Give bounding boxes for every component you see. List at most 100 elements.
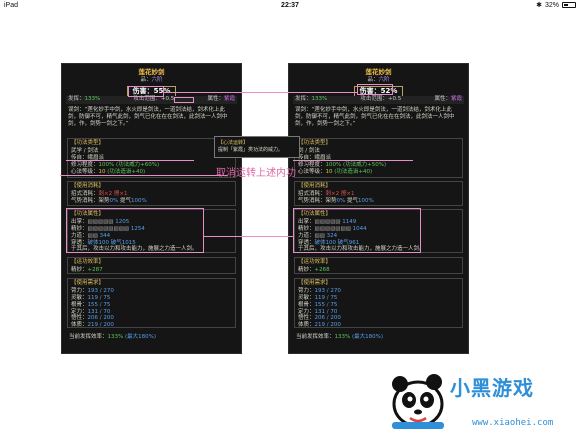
move-cost-b: 撩×1 — [113, 190, 128, 197]
req-value: 131 / 70 — [314, 308, 338, 315]
heart-level-bonus: (功法造诣+40) — [334, 168, 373, 175]
force-row: 力道：▧▧ 344 — [71, 233, 232, 240]
efficiency-label: 精妙： — [71, 266, 88, 273]
finesse-label: 精妙： — [71, 225, 88, 232]
type-box: 【功法类型】 武学 / 剑法 传自：峨眉派 修习程度：100% (功法威力+60… — [67, 138, 236, 178]
req-value: 119 / 75 — [314, 294, 338, 301]
damage-connector — [164, 92, 357, 93]
req-value: 155 / 75 — [87, 301, 111, 308]
req-value: 193 / 270 — [87, 287, 114, 294]
efficiency-value: +268 — [314, 266, 330, 273]
attr-connector — [204, 236, 293, 237]
skill-grade: 品：六阶 — [62, 77, 241, 84]
palm-value: 1149 — [342, 218, 357, 225]
attr-box-title: 【功法属性】 — [71, 211, 105, 217]
status-right: ✱ 32% — [536, 1, 576, 9]
efficiency-box-title: 【运功效率】 — [71, 259, 105, 265]
efficiency-box: 【运功效率】 精妙：+268 — [294, 257, 463, 274]
skill-title: 莲花妙剑 — [365, 68, 392, 76]
panda-logo-icon — [392, 374, 444, 429]
move-cost-a: 刺×2 — [325, 190, 340, 197]
force-label: 力道： — [71, 232, 88, 239]
move-cost-b: 撩×1 — [340, 190, 355, 197]
req-value: 119 / 75 — [87, 294, 111, 301]
damage-value: 52% — [380, 87, 398, 95]
force-value: 324 — [326, 232, 338, 239]
attr-value: 紫霞 — [450, 96, 462, 102]
qi-cost-label: 气势消耗： — [298, 197, 326, 204]
req-value: 206 / 200 — [87, 315, 114, 322]
grade-value: 六阶 — [378, 77, 390, 84]
footer-label: 当前发挥效率： — [69, 334, 108, 341]
req-row: 膂力：193 / 270 — [71, 288, 232, 295]
force-icons: ▧▧ — [314, 232, 327, 239]
brand-name: 小黑游戏 — [450, 376, 534, 400]
req-value: 206 / 200 — [314, 315, 341, 322]
footer-value: 133% — [334, 334, 351, 341]
stance-value: 0% — [109, 197, 119, 204]
req-label: 膂力： — [71, 287, 88, 294]
move-cost-label: 招式消耗： — [71, 190, 99, 197]
attr-box: 【功法属性】 出掌：▧▧▧▧▧ 1149 精妙：▧▧▧▧▧▧▧ 1044 力道：… — [294, 209, 463, 253]
req-row: 根骨：155 / 75 — [71, 302, 232, 309]
type-row: 武学 / 剑法 — [71, 147, 99, 154]
req-row: 根骨：155 / 75 — [298, 302, 459, 309]
attr-box-highlight-left — [66, 208, 204, 253]
mastery-row: 修习程度：100% (功法威力+60%) — [71, 162, 232, 169]
req-label: 灵敏： — [71, 294, 88, 301]
finesse-icons: ▧▧▧▧▧▧▧▧ — [87, 225, 131, 232]
req-row: 悟性：206 / 200 — [298, 315, 459, 322]
cost-box: 【使用消耗】 招式消耗：刺×2 撩×1 气势消耗：架势0% 提气100% — [294, 181, 463, 206]
status-bar: iPad 22:37 ✱ 32% — [0, 0, 580, 12]
damage-label: 伤害： — [359, 87, 381, 95]
cost-box-title: 【使用消耗】 — [71, 183, 105, 189]
damage-value: 55% — [153, 87, 171, 95]
cost-box: 【使用消耗】 招式消耗：刺×2 撩×1 气势消耗：架势0% 提气100% — [67, 181, 236, 206]
req-label: 定力： — [71, 308, 88, 315]
range-label: 攻击范围： — [360, 96, 388, 102]
brand-url: www.xiaohei.com — [472, 418, 554, 428]
heart-underline — [60, 175, 228, 176]
range-value: +0.5 — [160, 96, 175, 102]
footer-efficiency: 当前发挥效率：133% (最大180%) — [296, 334, 383, 341]
req-label: 灵敏： — [298, 294, 315, 301]
req-row: 灵敏：119 / 75 — [298, 295, 459, 302]
battery-icon — [562, 2, 576, 8]
pierce-qi: 破气1015 — [110, 239, 136, 246]
finesse-value: 1254 — [130, 225, 145, 232]
req-value: 131 / 70 — [87, 308, 111, 315]
finesse-value: 1044 — [352, 225, 367, 232]
attr-note: 于其后，攻击以力和攻击能力，施展之力造一人剑。 — [71, 246, 198, 253]
mastery-label: 修习程度： — [71, 161, 99, 168]
attr-label: 属性： — [207, 96, 224, 102]
breath-label: 提气 — [347, 197, 359, 204]
move-cost-row: 招式消耗：刺×2 撩×1 — [71, 191, 232, 198]
attr-box-title: 【功法属性】 — [298, 211, 332, 217]
req-row: 体质：219 / 200 — [298, 322, 459, 329]
req-row: 定力：131 / 70 — [71, 309, 232, 316]
finesse-row: 精妙：▧▧▧▧▧▧▧ 1044 — [298, 226, 459, 233]
range-label: 攻击范围： — [133, 96, 161, 102]
speed-label: 发挥： — [295, 96, 312, 102]
grade-label: 品： — [367, 77, 379, 84]
palm-icons: ▧▧▧▧▧ — [314, 218, 343, 225]
tooltip-body: 提制「紫霞」类功法的威力。 — [218, 147, 284, 153]
heart-level-bonus: (功法造诣+40) — [107, 168, 146, 175]
req-label: 根骨： — [71, 301, 88, 308]
attr-box-highlight-right — [293, 208, 421, 253]
grade-value: 六阶 — [151, 77, 163, 84]
damage-highlight-left — [128, 86, 164, 97]
clock: 22:37 — [281, 2, 299, 9]
stance-label: 架势 — [325, 197, 337, 204]
req-label: 悟性： — [298, 315, 315, 322]
stance-label: 架势 — [98, 197, 110, 204]
attr-value: 紫霞 — [223, 96, 235, 102]
origin-row: 传自：峨眉派 — [71, 154, 105, 161]
type-box-title: 【功法类型】 — [298, 140, 332, 146]
heart-tooltip: 【心法运转】 提制「紫霞」类功法的威力。 — [214, 136, 300, 158]
footer-value: 133% — [107, 334, 124, 341]
qi-cost-label: 气势消耗： — [71, 197, 99, 204]
damage-highlight-right — [357, 84, 393, 95]
skill-description: 误剑：“莲化妙手中剑，水火即是剑法，一道剑法结，剑术化上此剑，防御不可，精气此剑… — [295, 107, 455, 127]
pierce-qi: 破气961 — [337, 239, 360, 246]
